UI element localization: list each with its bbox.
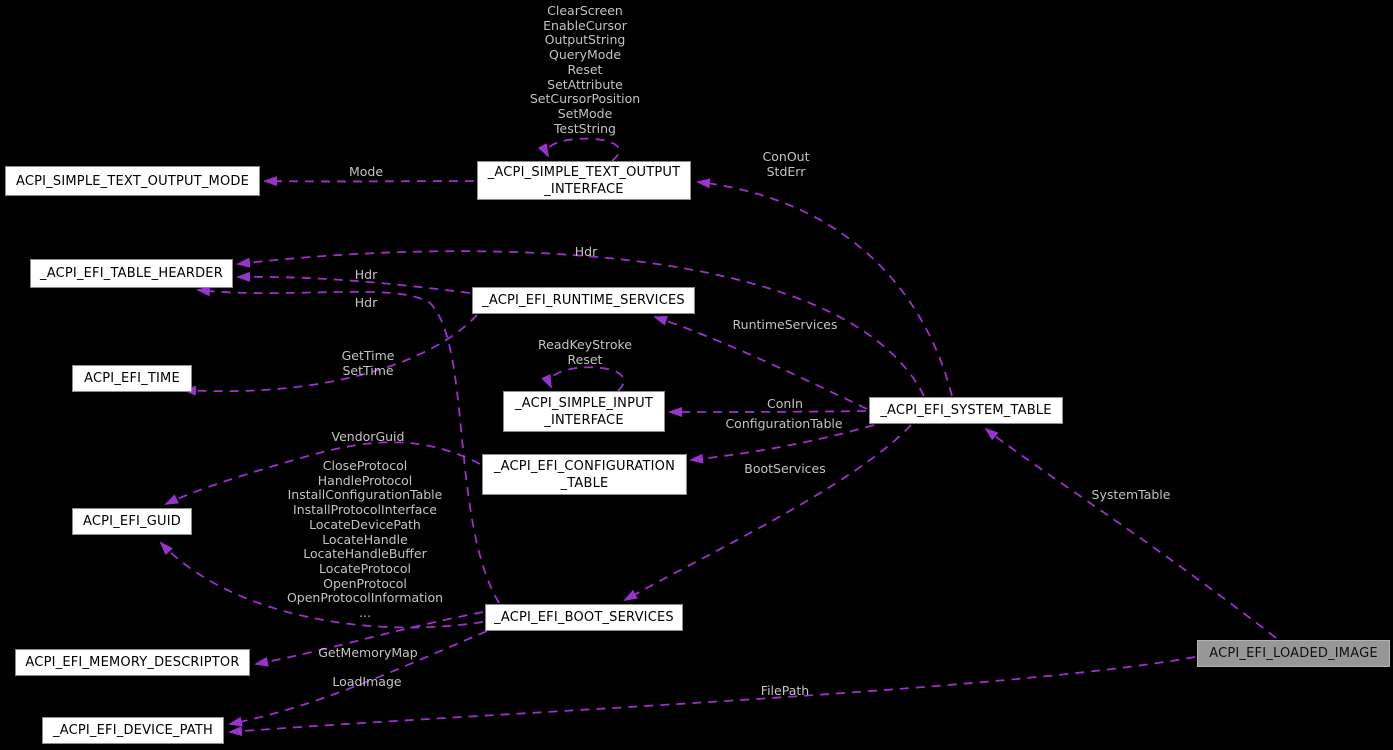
node-acpi-efi-loaded-image: ACPI_EFI_LOADED_IMAGE [1197,640,1390,667]
edge-systemtable [984,427,1277,639]
edge-loadimage [228,630,488,727]
edge-input-self-loop [541,366,625,392]
edge-conin [668,406,867,417]
edge-label-getmemorymap: GetMemoryMap [318,645,418,660]
edge-label-filepath: FilePath [760,683,810,698]
edge-getmemorymap [254,611,484,667]
node-acpi-efi-table-hearder[interactable]: _ACPI_EFI_TABLE_HEARDER [30,259,233,288]
edge-configurationtable [689,424,875,464]
edge-label-output-methods: ClearScreen EnableCursor OutputString Qu… [529,3,641,136]
node-acpi-simple-input-interface[interactable]: _ACPI_SIMPLE_INPUT _INTERFACE [503,391,665,432]
edge-label-conout-stderr: ConOut StdErr [762,149,810,179]
edge-label-hdr-boot: Hdr [354,295,378,310]
edge-label-hdr-runtime: Hdr [354,267,378,282]
edge-conout-stderr [696,178,953,397]
edge-label-conin: ConIn [767,396,803,411]
node-acpi-simple-text-output-mode[interactable]: ACPI_SIMPLE_TEXT_OUTPUT_MODE [5,166,260,196]
edge-label-hdr-system: Hdr [574,244,598,259]
edge-label-vendorguid: VendorGuid [331,429,405,444]
node-acpi-simple-text-output-interface[interactable]: _ACPI_SIMPLE_TEXT_OUTPUT _INTERFACE [477,161,691,200]
edge-output-self-loop [537,137,621,162]
node-acpi-efi-time[interactable]: ACPI_EFI_TIME [72,365,192,392]
node-acpi-efi-memory-descriptor[interactable]: ACPI_EFI_MEMORY_DESCRIPTOR [15,649,250,676]
edge-label-mode: Mode [348,164,384,179]
edge-filepath [228,656,1196,737]
edge-hdr-from-boot-services [196,286,500,604]
edge-label-systemtable: SystemTable [1091,487,1171,502]
edge-label-bootservices: BootServices [744,461,826,476]
edge-vendorguid [164,441,481,505]
edge-label-runtimeservices: RuntimeServices [732,317,838,332]
edge-label-boot-protocols: CloseProtocol HandleProtocol InstallConf… [286,458,444,621]
edge-gettime-settime [182,314,478,396]
edge-hdr-from-runtime-services [236,271,471,294]
node-acpi-efi-runtime-services[interactable]: _ACPI_EFI_RUNTIME_SERVICES [472,287,695,314]
edge-label-readkeystroke-reset: ReadKeyStroke Reset [538,337,632,367]
edge-label-loadimage: LoadImage [332,674,402,689]
edge-bootservices [623,424,912,601]
node-acpi-efi-device-path[interactable]: _ACPI_EFI_DEVICE_PATH [42,717,224,744]
node-acpi-efi-boot-services[interactable]: _ACPI_EFI_BOOT_SERVICES [485,604,683,631]
node-acpi-efi-system-table[interactable]: _ACPI_EFI_SYSTEM_TABLE [869,397,1063,424]
node-acpi-efi-configuration-table[interactable]: _ACPI_EFI_CONFIGURATION _TABLE [482,454,687,495]
node-acpi-efi-guid[interactable]: ACPI_EFI_GUID [72,508,192,535]
edge-boot-protocols [159,541,484,629]
edge-label-gettime-settime: GetTime SetTime [341,348,395,378]
edge-label-configurationtable: ConfigurationTable [725,416,843,431]
